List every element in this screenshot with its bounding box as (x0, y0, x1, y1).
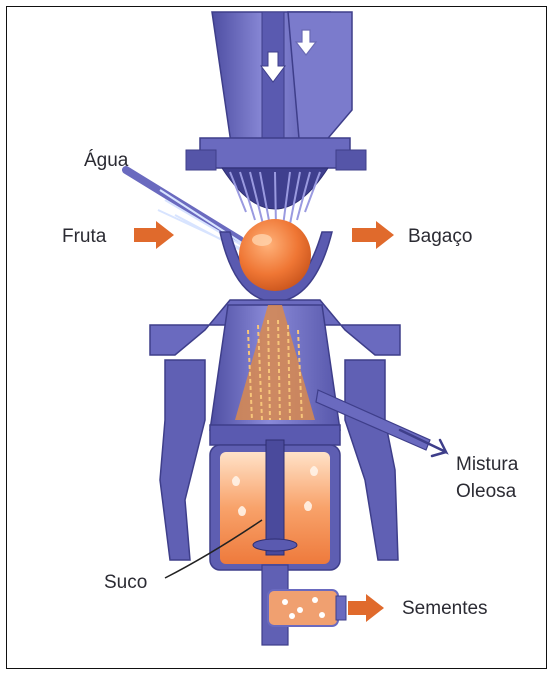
bottom-outlet (262, 565, 346, 645)
juice-chamber (210, 440, 340, 570)
fruit-in-arrow-icon (134, 221, 174, 249)
label-oil-mixture-1: Mistura (456, 454, 519, 475)
label-oil-mixture-2: Oleosa (456, 481, 517, 502)
fruit-ball (239, 219, 311, 291)
label-fruit: Fruta (62, 226, 107, 247)
fruit-highlight (252, 234, 272, 246)
seeds-out-arrow-icon (348, 594, 384, 622)
top-cup-mount (186, 138, 366, 228)
bagasse-out-arrow-icon (352, 221, 394, 249)
label-water: Água (84, 150, 129, 171)
label-seeds: Sementes (402, 598, 488, 619)
label-bagasse: Bagaço (408, 226, 472, 247)
label-juice: Suco (104, 572, 147, 593)
